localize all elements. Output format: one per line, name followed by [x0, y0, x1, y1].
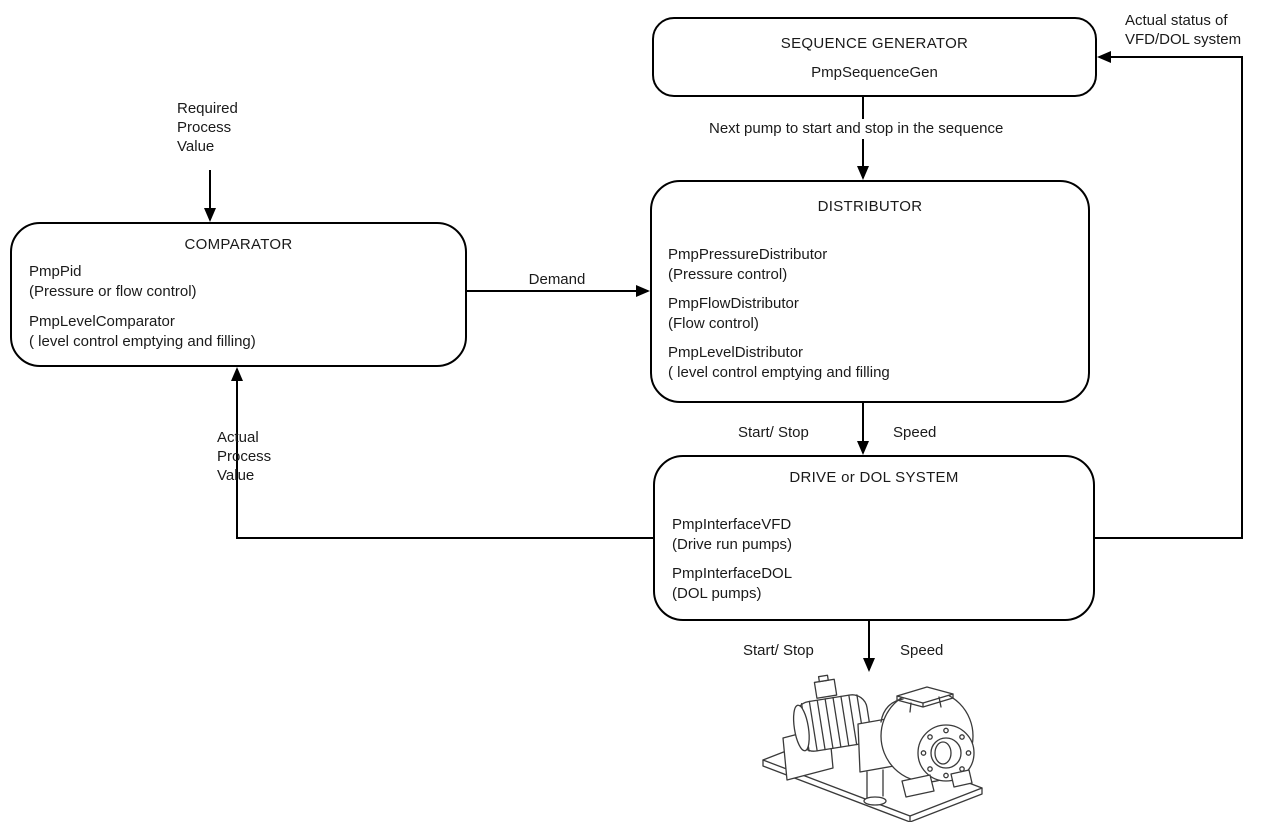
- drive-dol-line: PmpInterfaceVFD: [672, 516, 792, 533]
- distributor-box: DISTRIBUTOR PmpPressureDistributor (Pres…: [650, 180, 1090, 403]
- distributor-line: (Flow control): [668, 315, 759, 332]
- sequence-generator-line: PmpSequenceGen: [811, 64, 938, 81]
- comparator-line: PmpLevelComparator: [29, 313, 175, 330]
- demand-label: Demand: [528, 271, 586, 288]
- distributor-line: (Pressure control): [668, 266, 788, 283]
- comparator-line: PmpPid: [29, 263, 82, 280]
- comparator-title: COMPARATOR: [184, 236, 293, 253]
- comparator-line: ( level control emptying and filling): [29, 333, 256, 350]
- speed-upper-label: Speed: [893, 424, 937, 441]
- actual-status-label: Actual status of VFD/DOL system: [1125, 12, 1242, 48]
- actual-process-value-label: Actual Process Value: [217, 429, 272, 484]
- next-pump-label: Next pump to start and stop in the seque…: [706, 119, 1007, 139]
- distributor-line: ( level control emptying and filling: [668, 364, 890, 381]
- drive-dol-system-title: DRIVE or DOL SYSTEM: [789, 469, 959, 486]
- drive-dol-system-box: DRIVE or DOL SYSTEM PmpInterfaceVFD (Dri…: [653, 455, 1095, 621]
- drive-dol-line: (DOL pumps): [672, 585, 762, 602]
- drive-dol-line: (Drive run pumps): [672, 536, 793, 553]
- comparator-line: (Pressure or flow control): [29, 283, 197, 300]
- drive-dol-line: PmpInterfaceDOL: [672, 565, 793, 582]
- actual-status-arrow: [1095, 51, 1243, 539]
- sequence-generator-box: SEQUENCE GENERATOR PmpSequenceGen: [652, 17, 1097, 97]
- actual-process-value-arrow: [231, 367, 653, 539]
- comparator-box: COMPARATOR PmpPid (Pressure or flow cont…: [10, 222, 467, 367]
- sequence-generator-title: SEQUENCE GENERATOR: [780, 35, 969, 52]
- distributor-line: PmpFlowDistributor: [668, 295, 799, 312]
- start-stop-upper-label: Start/ Stop: [738, 424, 809, 441]
- pump-illustration: [762, 674, 983, 822]
- distributor-line: PmpPressureDistributor: [668, 246, 828, 263]
- distributor-title: DISTRIBUTOR: [817, 198, 923, 215]
- speed-lower-label: Speed: [900, 642, 944, 659]
- start-stop-lower-label: Start/ Stop: [743, 642, 814, 659]
- required-process-value-label: Required Process Value: [177, 100, 238, 155]
- distributor-line: PmpLevelDistributor: [668, 344, 804, 361]
